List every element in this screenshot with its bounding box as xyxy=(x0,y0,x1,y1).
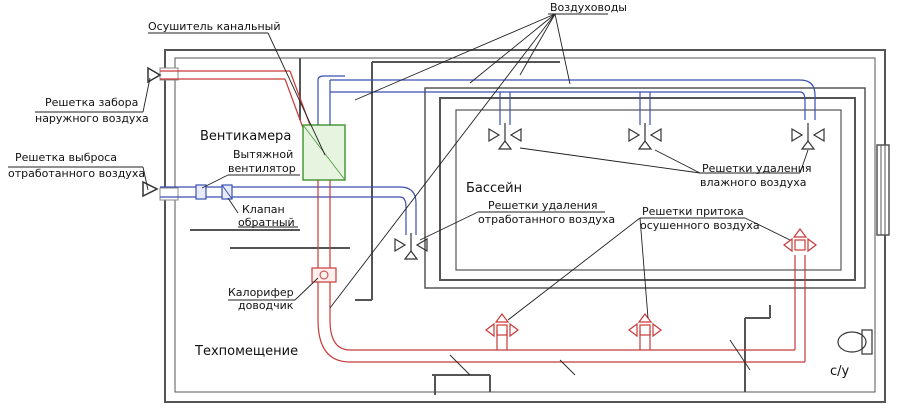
window xyxy=(876,144,890,236)
label-humid-grilles-1: Решетки удаления xyxy=(702,162,812,175)
fan-icon xyxy=(195,184,207,200)
wall-opening xyxy=(159,187,179,201)
extract-grilles xyxy=(394,123,825,260)
extract-duct-main xyxy=(160,75,816,235)
supply-grille-1 xyxy=(485,313,519,338)
pool-room-wall xyxy=(424,87,866,289)
exhaust-out-grille-icon xyxy=(142,180,159,198)
extract-grille-1 xyxy=(488,123,522,150)
heater-coil-icon xyxy=(319,270,329,280)
room-pool: Бассейн xyxy=(466,181,522,196)
text-labels: Осушитель канальный Воздуховоды Решетка … xyxy=(8,1,850,379)
label-ducts: Воздуховоды xyxy=(550,1,627,14)
toilet-icon xyxy=(837,329,873,355)
label-heater-1: Калорифер xyxy=(228,286,294,299)
wall-opening xyxy=(159,67,179,81)
room-techroom: Техпомещение xyxy=(194,344,298,359)
label-intake-2: наружного воздуха xyxy=(35,112,149,125)
supply-grilles xyxy=(485,228,817,338)
label-heater-2: доводчик xyxy=(238,299,294,312)
room-ventchamber: Вентикамера xyxy=(200,129,291,144)
label-fan-1: Вытяжной xyxy=(233,148,293,161)
label-dehumidifier: Осушитель канальный xyxy=(148,20,280,33)
intake-grille-icon xyxy=(147,66,162,84)
label-supply-grilles-2: осушенного воздуха xyxy=(640,219,760,232)
label-supply-grilles-1: Решетки притока xyxy=(642,205,744,218)
label-fan-2: вентилятор xyxy=(228,162,296,175)
label-valve-1: Клапан xyxy=(242,203,285,216)
label-humid-grilles-2: влажного воздуха xyxy=(700,176,807,189)
label-exhaust-out-1: Решетка выброса xyxy=(15,151,117,164)
extract-grille-3 xyxy=(791,123,825,150)
label-spent-grilles-2: отработанного воздуха xyxy=(478,213,615,226)
leader-lines xyxy=(8,13,809,376)
valve-flap-icon xyxy=(221,184,233,200)
label-intake-1: Решетка забора xyxy=(45,96,138,109)
extract-grille-2 xyxy=(628,123,662,150)
extract-grille-4 xyxy=(394,233,428,260)
label-spent-grilles-1: Решетки удаления xyxy=(488,199,598,212)
label-valve-2: обратный xyxy=(238,216,295,229)
supply-duct-main xyxy=(317,180,806,363)
label-exhaust-out-2: отработанного воздуха xyxy=(8,167,145,180)
pool-basin-outer xyxy=(439,97,856,281)
intake-duct xyxy=(160,70,311,129)
pool-basin-inner xyxy=(455,109,842,271)
supply-grille-2 xyxy=(628,313,662,338)
supply-grille-3 xyxy=(783,228,817,253)
inner-wall-line xyxy=(174,57,876,393)
room-wc: с/у xyxy=(830,364,850,379)
